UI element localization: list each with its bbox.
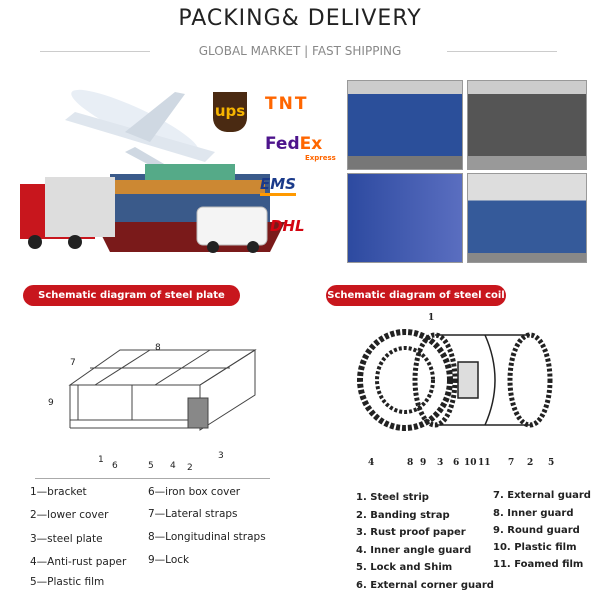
coil-legend-item: 1. Steel strip (356, 492, 429, 503)
coil-callout-11: 11 (478, 458, 491, 468)
plate-legend: 1—bracket 2—lower cover 3—steel plate 4—… (30, 486, 300, 588)
ems-logo: EMS (260, 175, 296, 196)
coil-callout-8: 8 (407, 458, 413, 468)
coil-callout-9: 9 (420, 458, 426, 468)
container-photo-1 (347, 80, 463, 170)
plate-section-label: Schematic diagram of steel plate packagi… (23, 285, 240, 322)
tnt-logo: TNT (265, 94, 309, 114)
subtitle: GLOBAL MARKET | FAST SHIPPING (198, 44, 402, 58)
fedex-ex: Ex (299, 134, 323, 154)
coil-legend-item: 7. External guard (493, 490, 591, 501)
coil-callout-5: 5 (548, 458, 554, 468)
steel-coil-diagram: 1 4 8 9 3 6 10 11 7 2 5 (357, 313, 554, 468)
plate-divider (35, 478, 270, 479)
coil-callout-10: 10 (464, 458, 477, 468)
coil-legend-item: 9. Round guard (493, 525, 580, 536)
ups-logo: ups (213, 92, 247, 132)
coil-callout-3: 3 (437, 458, 443, 468)
fedex-fed: Fed (265, 134, 300, 154)
container-photo-2 (467, 80, 587, 170)
coil-legend-item: 6. External corner guard (356, 580, 494, 591)
fedex-express: Express (305, 154, 336, 162)
plate-callout-6: 6 (112, 461, 118, 471)
coil-callout-7: 7 (508, 458, 514, 468)
coil-callout-6: 6 (453, 458, 459, 468)
plate-legend-item: 6—iron box cover (148, 486, 241, 498)
coil-callout-4: 4 (368, 458, 374, 468)
plate-legend-item: 3—steel plate (30, 533, 103, 545)
coil-legend-item: 5. Lock and Shim (356, 562, 453, 573)
plate-legend-item: 4—Anti-rust paper (30, 556, 127, 568)
dhl-logo: DHL (270, 217, 305, 235)
plate-legend-item: 9—Lock (148, 554, 190, 566)
coil-legend-item: 11. Foamed film (493, 559, 584, 570)
container-photo-3 (347, 173, 463, 263)
plate-legend-item: 2—lower cover (30, 509, 109, 521)
coil-legend-item: 2. Banding strap (356, 510, 450, 521)
plate-callout-2: 2 (187, 463, 193, 473)
coil-legend-item: 4. Inner angle guard (356, 545, 472, 556)
plate-callout-3: 3 (218, 451, 224, 461)
plate-callout-1: 1 (98, 455, 104, 465)
transport-vehicles-image (20, 89, 285, 253)
plate-legend-item: 8—Longitudinal straps (148, 531, 266, 543)
plate-legend-item: 5—Plastic film (30, 576, 105, 588)
plate-callout-4: 4 (170, 461, 176, 471)
coil-legend: 1. Steel strip 2. Banding strap 3. Rust … (356, 490, 596, 595)
plate-callout-8: 8 (155, 343, 161, 353)
steel-plate-diagram: 8 7 9 1 6 5 4 2 3 (48, 343, 257, 473)
transport-illustration: ups TNT FedEx Express EMS DHL (15, 72, 340, 272)
container-photo-4 (467, 173, 587, 263)
page-title: PACKING& DELIVERY (178, 6, 422, 31)
divider-right (447, 51, 557, 52)
coil-callout-1: 1 (428, 313, 434, 323)
plate-callout-9: 9 (48, 398, 54, 408)
coil-section-label: Schematic diagram of steel coil packagin… (326, 285, 506, 322)
coil-legend-item: 8. Inner guard (493, 508, 574, 519)
plate-legend-item: 7—Lateral straps (148, 508, 238, 520)
fedex-logo: FedEx (265, 134, 322, 154)
coil-legend-item: 10. Plastic film (493, 542, 577, 553)
coil-legend-item: 3. Rust proof paper (356, 527, 466, 538)
plate-legend-item: 1—bracket (30, 486, 87, 498)
coil-callout-2: 2 (527, 458, 533, 468)
plate-callout-7: 7 (70, 358, 76, 368)
plate-callout-5: 5 (148, 461, 154, 471)
divider-left (40, 51, 150, 52)
